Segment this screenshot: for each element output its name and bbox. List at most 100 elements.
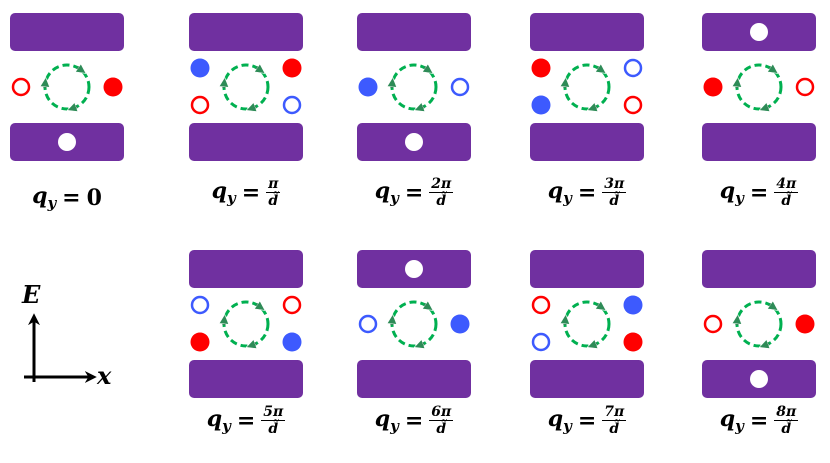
left-state-1 bbox=[531, 332, 551, 352]
right-state-0 bbox=[282, 58, 302, 78]
top-bar bbox=[357, 13, 471, 51]
loop-arrow-1 bbox=[251, 344, 257, 346]
right-state-1 bbox=[623, 95, 643, 115]
fraction-numerator: 4π bbox=[774, 176, 799, 193]
top-bar bbox=[530, 13, 644, 51]
left-state-0 bbox=[190, 58, 210, 78]
left-state-0 bbox=[11, 77, 31, 97]
circulation-loop bbox=[390, 63, 438, 111]
left-state-0 bbox=[703, 77, 723, 97]
bottom-bar bbox=[530, 360, 644, 398]
right-state-0 bbox=[450, 314, 470, 334]
fraction-numerator: 5π bbox=[261, 404, 286, 421]
left-state-0 bbox=[531, 295, 551, 315]
label-value: 0 bbox=[86, 185, 102, 211]
bottom-bar bbox=[357, 360, 471, 398]
label-variable: qy bbox=[719, 177, 744, 207]
label-equals: = bbox=[62, 185, 81, 211]
label-subscript: y bbox=[47, 194, 57, 212]
label-equals: = bbox=[749, 179, 769, 206]
top-bar bbox=[189, 250, 303, 288]
loop-arrow-1 bbox=[419, 107, 425, 109]
panel-5 bbox=[189, 250, 303, 398]
fraction-denominator: d̃ bbox=[436, 193, 447, 209]
right-state-0 bbox=[795, 314, 815, 334]
loop-arrow-2 bbox=[224, 82, 225, 89]
right-state-0 bbox=[103, 77, 123, 97]
fraction-denominator: d̃ bbox=[436, 421, 447, 437]
bottom-bar bbox=[702, 123, 816, 161]
label-equals: = bbox=[577, 407, 597, 434]
label-subscript: y bbox=[390, 416, 399, 435]
fraction-numerator: 6π bbox=[429, 404, 454, 421]
bottom-bar bbox=[530, 123, 644, 161]
label-variable: qy bbox=[719, 405, 744, 435]
label-subscript: y bbox=[226, 188, 236, 207]
circulation-loop bbox=[222, 300, 270, 348]
axes-indicator bbox=[24, 313, 97, 383]
left-state-0 bbox=[190, 295, 210, 315]
panel-0 bbox=[10, 13, 124, 161]
loop-arrow-1 bbox=[419, 344, 425, 346]
top-bar bbox=[530, 250, 644, 288]
white-dot-top bbox=[750, 23, 768, 41]
loop-arrow-0 bbox=[769, 304, 774, 307]
fraction-denominator: d̃ bbox=[609, 193, 620, 209]
circulation-loop bbox=[735, 63, 783, 111]
label-variable: qy bbox=[547, 177, 572, 207]
fraction-denominator: d̃ bbox=[268, 421, 279, 437]
left-state-0 bbox=[531, 58, 551, 78]
panel-6 bbox=[357, 250, 471, 398]
left-state-0 bbox=[358, 314, 378, 334]
label-equals: = bbox=[749, 407, 769, 434]
loop-arrow-2 bbox=[565, 319, 566, 326]
loop-arrow-2 bbox=[565, 82, 566, 89]
loop-arrow-2 bbox=[224, 319, 225, 326]
energy-axis-label: E bbox=[22, 280, 41, 309]
circulation-loop bbox=[563, 63, 611, 111]
right-state-1 bbox=[282, 95, 302, 115]
loop-arrow-0 bbox=[597, 304, 602, 307]
loop-arrow-0 bbox=[256, 304, 261, 307]
white-dot-bottom bbox=[405, 133, 423, 151]
left-state-1 bbox=[531, 95, 551, 115]
fraction-denominator: d̃ bbox=[609, 421, 620, 437]
bottom-bar bbox=[189, 123, 303, 161]
label-equals: = bbox=[236, 407, 256, 434]
panel-2 bbox=[357, 13, 471, 161]
loop-arrow-1 bbox=[764, 107, 770, 109]
top-bar bbox=[189, 13, 303, 51]
loop-arrow-0 bbox=[424, 67, 429, 70]
loop-arrow-0 bbox=[769, 67, 774, 70]
fraction-numerator: π bbox=[266, 176, 281, 193]
panel-label-0: qy=0 bbox=[0, 185, 137, 211]
label-subscript: y bbox=[222, 416, 231, 435]
right-state-0 bbox=[450, 77, 470, 97]
fraction-numerator: 7π bbox=[602, 404, 627, 421]
label-subscript: y bbox=[390, 188, 399, 207]
circulation-loop bbox=[43, 63, 91, 111]
label-variable: qy bbox=[32, 183, 57, 212]
label-subscript: y bbox=[563, 416, 572, 435]
loop-arrow-0 bbox=[424, 304, 429, 307]
label-variable: qy bbox=[374, 405, 399, 435]
loop-arrow-2 bbox=[737, 319, 738, 326]
loop-arrow-2 bbox=[392, 319, 393, 326]
loop-arrow-2 bbox=[45, 82, 46, 89]
circulation-loop bbox=[222, 63, 270, 111]
left-state-1 bbox=[190, 332, 210, 352]
